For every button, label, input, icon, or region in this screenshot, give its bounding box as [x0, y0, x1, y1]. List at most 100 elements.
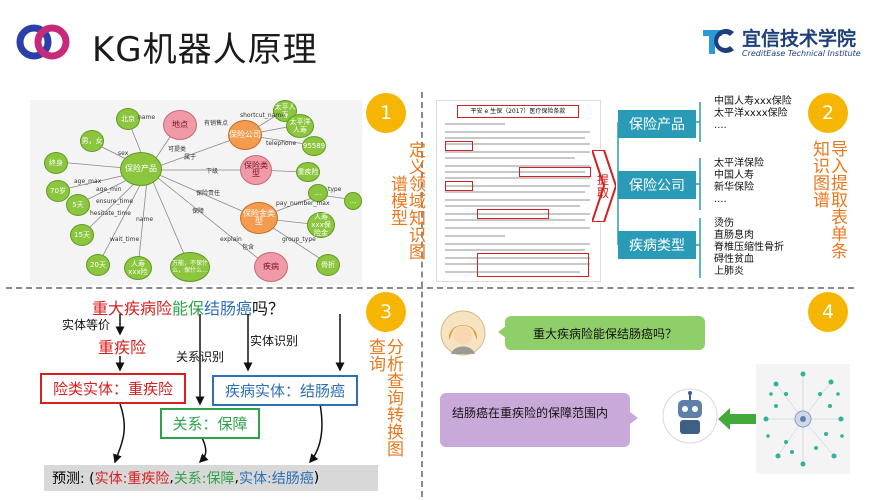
label-ent-recog: 实体识别: [250, 334, 299, 348]
kg-node-15days: 15天: [70, 224, 94, 246]
predict-part-2: 关系:保障: [173, 471, 235, 487]
list-item: 脊椎压缩性骨折: [714, 242, 784, 253]
kg-graph: 保险产品 地点 保险公司 保险类型 保险金类型 疾病 北京 太平人寿 太平洋人寿…: [30, 100, 362, 285]
network-graph-icon: [763, 371, 844, 467]
edge-label-wait: wait_time: [110, 236, 140, 243]
edge-label-baoxian: 保险责任: [196, 190, 221, 197]
list-product: 中国人寿xxx保险 太平洋xxxx保险 ....: [714, 96, 792, 132]
predict-prefix: 预测: (: [52, 471, 95, 487]
kg-node-gu: 骨折: [316, 254, 340, 276]
edge-label-xiashu: 下级: [206, 168, 219, 175]
step-desc-1: 定义领域知识图谱模型: [387, 140, 425, 260]
user-question-bubble: 重大疾病险能保结肠癌吗？: [505, 316, 705, 350]
kg-node-disease: 疾病: [254, 252, 288, 282]
edge-label-explain: explain: [220, 236, 242, 243]
kg-node-zhaq: 重疾险: [296, 162, 320, 182]
step-desc-3-text: 分析查询转换图查询: [365, 338, 403, 457]
category-product: 保险产品: [618, 110, 696, 138]
list-item: 烫伤: [714, 218, 734, 229]
kg-node-renshou2: 人寿xxx保险金: [307, 212, 335, 238]
kg-node-ts: 终身: [44, 152, 68, 174]
list-item: 碍性贫血: [714, 254, 754, 265]
edge-label-shuyu: 属于: [184, 154, 197, 161]
edge-label-name: name: [138, 114, 156, 121]
edge-label-sex: sex: [118, 150, 129, 157]
list-item: 中国人寿: [714, 170, 754, 181]
kg-node-s2: ...: [344, 192, 362, 210]
list-item: ....: [714, 194, 727, 205]
step-desc-1-text: 定义领域知识图谱模型: [387, 140, 425, 260]
page-title: KG机器人原理: [92, 30, 318, 70]
kg-node-product: 保险产品: [120, 152, 162, 186]
question-part-4: 吗？: [252, 299, 285, 318]
step-number-4: 4: [808, 292, 848, 332]
question-part-2: 能保: [172, 299, 205, 318]
edge-label-name2: name: [136, 216, 154, 223]
kg-node-age70: 70岁: [46, 180, 70, 202]
list-company: 太平洋保险 中国人寿 新华保险 ....: [714, 158, 764, 206]
list-item: 直肠息肉: [714, 230, 754, 241]
step-desc-2-text: 导入提取表单条知识图谱: [809, 140, 847, 259]
user-avatar: [440, 310, 486, 356]
kg-node-renshou: 人寿xxx险: [124, 256, 152, 280]
category-company: 保险公司: [618, 171, 696, 199]
list-item: ....: [714, 120, 727, 131]
predict-suffix: ): [313, 470, 320, 486]
list-disease: 烫伤 直肠息肉 脊椎压缩性骨折 碍性贫血 上肺炎: [714, 218, 784, 278]
kg-node-5days: 5天: [66, 194, 90, 216]
bubble-tail-green: [498, 326, 506, 338]
kg-node-taipingyang: 太平洋人寿: [286, 114, 314, 138]
edge-label-telephone: telephone: [266, 140, 297, 147]
kg-node-company: 保险公司: [228, 120, 262, 150]
predict-part-1: 实体:重疾险: [94, 471, 170, 487]
policy-document: 平安 e 生保（2017）医疗保险条款: [436, 100, 601, 282]
bot-answer-bubble: 结肠癌在重疾险的保障范围内: [440, 393, 630, 447]
brand-name: 宜信技术学院: [742, 28, 857, 50]
step-number-1: 1: [366, 93, 406, 133]
predict-sep-1: ,: [169, 470, 174, 486]
edge-label-ensure: ensure_time: [96, 198, 134, 205]
rings-logo-icon: [16, 24, 70, 60]
divider-horizontal: [6, 287, 854, 289]
box-dis-entity: 疾病实体：结肠癌: [212, 375, 358, 406]
question-part-3: 结肠癌: [204, 299, 253, 318]
box-ins-entity: 险类实体：重疾险: [40, 373, 186, 404]
kg-network-graph: [756, 364, 850, 474]
kg-node-sex: 男，女: [80, 130, 104, 152]
kg-node-s1: ...: [308, 184, 328, 202]
edge-label-shortcut: shortcut_name: [240, 112, 285, 119]
edge-label-yuan: 可提类: [168, 146, 187, 153]
header-logo: [14, 22, 78, 62]
kg-node-20days: 20天: [86, 254, 110, 276]
double-arrow-icon: [718, 406, 768, 432]
edge-label-baohan: 包含: [242, 244, 255, 251]
robot-avatar: [662, 388, 718, 444]
predict-bar: 预测: (实体:重疾险, 关系:保障, 实体:结肠癌): [44, 465, 378, 491]
edge-label-type: type: [328, 186, 342, 193]
edge-label-hesitate: hesitate_time: [90, 210, 131, 217]
kg-node-juzhu: 万能，不保什么，保什么...: [170, 252, 210, 282]
predict-part-3: 实体:结肠癌: [238, 471, 314, 487]
brand-subtitle: CreditEase Technical Institute: [742, 49, 861, 58]
kg-node-location: 地点: [163, 110, 197, 140]
box-relation: 关系：保障: [160, 408, 260, 439]
edge-label-age-min: age_min: [96, 186, 122, 193]
label-rel-recog: 关系识别: [176, 350, 225, 364]
doc-title: 平安 e 生保（2017）医疗保险条款: [457, 105, 579, 118]
predict-sep-2: ,: [234, 470, 239, 486]
list-item: 新华保险: [714, 182, 754, 193]
edge-label-pay: pay_number_max: [276, 200, 330, 207]
bubble-tail-purple: [630, 412, 638, 424]
label-zhongjixian: 重疾险: [98, 338, 147, 357]
step-desc-3: 分析查询转换图查询: [365, 338, 403, 458]
step-number-2: 2: [808, 93, 848, 133]
kg-node-phone: 95589: [302, 136, 326, 156]
question-part-1: 重大疾病险: [92, 299, 173, 318]
edge-label-baozhang: 保障: [192, 208, 205, 215]
edge-label-youxiao: 有销售点: [204, 120, 229, 127]
edge-label-age-max: age_max: [74, 178, 102, 185]
step-number-3: 3: [366, 292, 406, 332]
label-entity-equiv: 实体等价: [62, 318, 111, 332]
brand-logo-icon: [700, 24, 738, 58]
kg-node-beijing: 北京: [116, 108, 140, 130]
